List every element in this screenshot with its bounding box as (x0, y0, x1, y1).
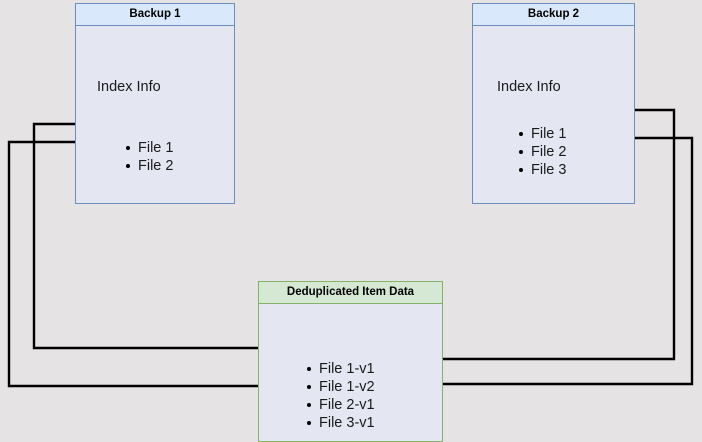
list-item[interactable]: File 2 (124, 157, 173, 175)
deduplicated-item-list: File 1-v1 File 1-v2 File 2-v1 File 3-v1 (305, 360, 375, 432)
backup2-header: Backup 2 (473, 4, 634, 26)
list-item[interactable]: File 2-v1 (305, 396, 375, 414)
list-item[interactable]: File 3-v1 (305, 414, 375, 432)
list-item[interactable]: File 1 (517, 125, 566, 143)
backup2-index-info-label: Index Info (497, 79, 561, 95)
backup1-header: Backup 1 (76, 4, 234, 26)
backup1-box[interactable]: Backup 1 Index Info File 1 File 2 (75, 3, 235, 204)
list-item[interactable]: File 1-v2 (305, 378, 375, 396)
backup1-body: Index Info File 1 File 2 (76, 26, 234, 203)
list-item[interactable]: File 2 (517, 143, 566, 161)
backup2-box[interactable]: Backup 2 Index Info File 1 File 2 File 3 (472, 3, 635, 204)
list-item[interactable]: File 1-v1 (305, 360, 375, 378)
backup1-file-list: File 1 File 2 (124, 139, 173, 175)
backup2-body: Index Info File 1 File 2 File 3 (473, 26, 634, 203)
list-item[interactable]: File 1 (124, 139, 173, 157)
deduplicated-item-data-header: Deduplicated Item Data (259, 282, 442, 304)
backup1-index-info-label: Index Info (97, 79, 161, 95)
list-item[interactable]: File 3 (517, 161, 566, 179)
deduplicated-item-data-box[interactable]: Deduplicated Item Data File 1-v1 File 1-… (258, 281, 443, 442)
backup2-file-list: File 1 File 2 File 3 (517, 125, 566, 179)
deduplicated-item-data-body: File 1-v1 File 1-v2 File 2-v1 File 3-v1 (259, 304, 442, 441)
